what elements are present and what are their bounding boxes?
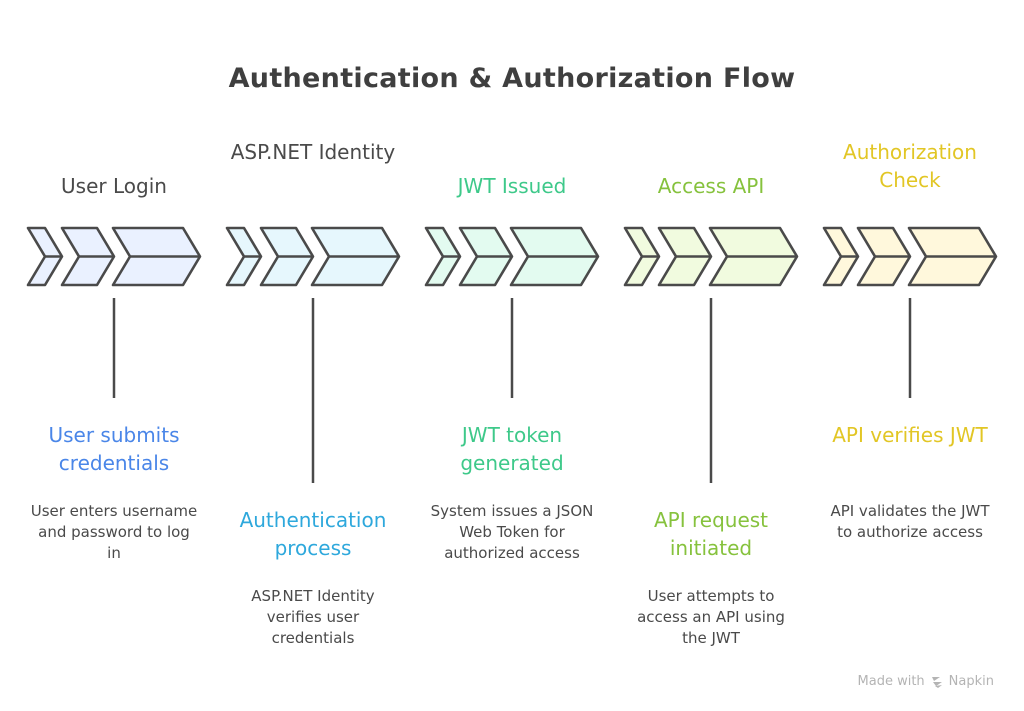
step-heading-user-submits: User submits credentials [48,423,180,475]
step-heading-authentication: Authentication process [239,508,387,560]
step-description-user-submits: User enters username and password to log… [30,502,198,562]
stage-label-jwt-issued: JWT Issued [457,174,567,198]
step-description-authentication: ASP.NET Identity verifies user credentia… [251,587,375,647]
stage-label-user-login: User Login [61,174,167,198]
diagram-title: Authentication & Authorization Flow [228,63,796,94]
stage-label-authorization-check: Authorization Check [843,140,977,192]
napkin-logo-icon [929,675,945,689]
stage-label-access-api: Access API [657,174,765,198]
step-heading-api-verifies: API verifies JWT [832,423,988,447]
step-heading-jwt-generated: JWT token generated [460,423,564,475]
made-with-napkin-badge[interactable]: Made with Napkin [858,674,994,689]
step-description-api-request: User attempts to access an API using the… [637,587,785,647]
stage-label-aspnet-identity: ASP.NET Identity [230,140,396,164]
footer-prefix: Made with [857,674,925,689]
step-description-jwt-generated: System issues a JSON Web Token for autho… [430,502,594,562]
footer-brand: Napkin [948,674,994,689]
step-heading-api-request: API request initiated [653,508,769,560]
step-description-api-verifies: API validates the JWT to authorize acces… [830,502,990,541]
